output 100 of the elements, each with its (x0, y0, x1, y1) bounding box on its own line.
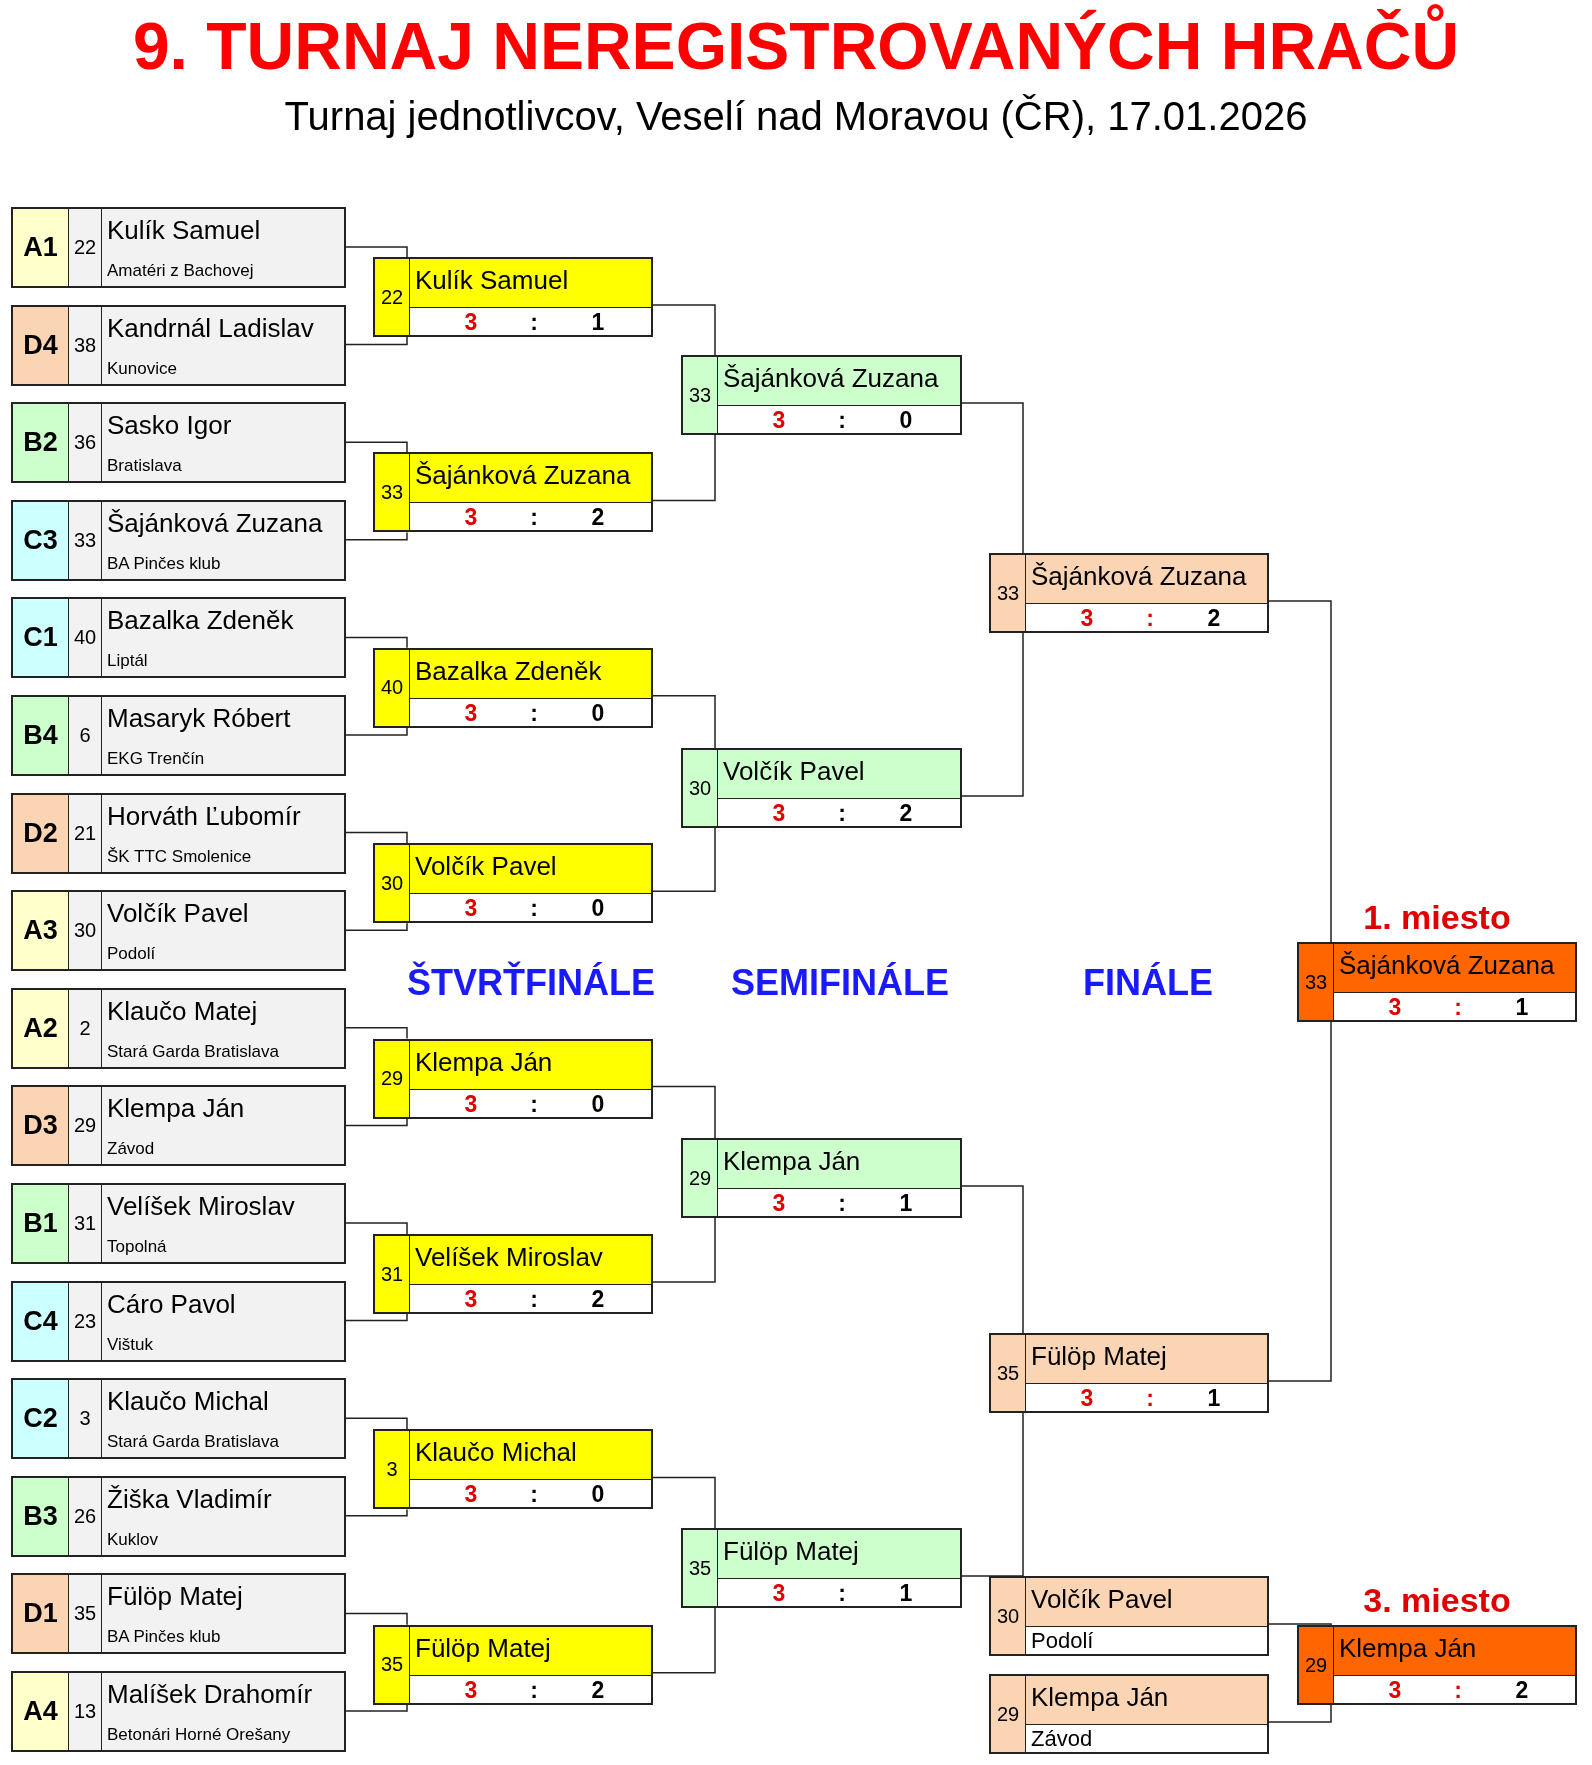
player-name: Horváth Ľubomír (107, 800, 301, 832)
player-name: Volčík Pavel (1031, 1584, 1173, 1615)
group-seed-label: B4 (13, 697, 69, 774)
club-name: Betonári Horné Orešany (107, 1725, 291, 1745)
player-number: 21 (69, 794, 102, 872)
bracket-line (345, 336, 408, 346)
player-number: 29 (1303, 1652, 1329, 1678)
player-card (11, 597, 346, 679)
player-name: Velíšek Miroslav (415, 1242, 603, 1273)
bracket-line (345, 1417, 408, 1431)
player-number: 33 (69, 501, 102, 579)
player-number: 29 (69, 1087, 102, 1165)
player-name: Sasko Igor (107, 410, 232, 442)
group-seed-label: C2 (13, 1380, 69, 1458)
player-name: Klempa Ján (1339, 1633, 1477, 1664)
player-name: Klaučo Matej (107, 995, 258, 1027)
score: 2 (898, 800, 914, 827)
club-name: Stará Garda Bratislava (107, 1041, 279, 1062)
score: 3 (771, 800, 787, 827)
player-name: Klaučo Michal (415, 1437, 577, 1469)
bracket-line (652, 304, 716, 356)
score: 3 (463, 1676, 479, 1704)
club-name: Kunovice (107, 358, 177, 379)
bracket-line (961, 402, 1024, 554)
match-card (373, 1038, 653, 1119)
player-name: Volčík Pavel (107, 898, 249, 930)
player-name: Cáro Pavol (107, 1288, 236, 1320)
score-separator: : (837, 800, 847, 827)
group-seed-label: B2 (13, 404, 69, 482)
player-name: Volčík Pavel (415, 851, 557, 883)
score-separator: : (529, 895, 539, 923)
score: 0 (590, 895, 606, 923)
bracket-line (1268, 1021, 1332, 1382)
bracket-line (345, 727, 408, 736)
bracket-line (345, 1117, 408, 1127)
club-name: ŠK TTC Smolenice (107, 846, 252, 867)
match-card (373, 257, 653, 337)
player-number: 33 (687, 382, 713, 408)
player-number: 30 (69, 892, 102, 970)
group-seed-label: A1 (13, 209, 69, 286)
match-card (681, 1138, 962, 1218)
bracket-line (345, 1704, 408, 1712)
player-number: 30 (687, 775, 713, 801)
club-name: Bratislava (107, 456, 182, 477)
bracket-line (961, 632, 1024, 797)
player-card (11, 987, 346, 1069)
player-name: Klempa Ján (107, 1093, 245, 1125)
round-heading: SEMIFINÁLE (730, 962, 950, 1004)
bracket-line (1268, 600, 1332, 943)
player-card (11, 1573, 346, 1655)
score: 0 (898, 407, 914, 434)
player-card (11, 1378, 346, 1460)
player-number: 38 (69, 306, 102, 384)
round-heading: ŠTVRŤFINÁLE (406, 962, 656, 1004)
bracket-line (345, 1508, 408, 1517)
player-name: Kulík Samuel (415, 265, 569, 296)
score: 3 (463, 1481, 479, 1509)
group-seed-label: C4 (13, 1282, 69, 1360)
player-number: 33 (1303, 969, 1329, 995)
bracket-line (345, 922, 408, 931)
player-number: 3 (385, 1456, 399, 1482)
score: 2 (590, 1676, 606, 1704)
player-name: Klempa Ján (1031, 1682, 1169, 1713)
group-seed-label: D2 (13, 794, 69, 872)
player-number: 30 (379, 870, 405, 896)
score: 3 (1079, 605, 1095, 632)
bracket-line (652, 1476, 716, 1529)
player-card (11, 207, 346, 288)
player-number: 31 (69, 1185, 102, 1262)
player-number: 36 (69, 404, 102, 482)
score: 0 (590, 699, 606, 727)
score: 3 (463, 1286, 479, 1313)
player-name: Bazalka Zdeněk (107, 605, 294, 637)
group-seed-label: D3 (13, 1087, 69, 1165)
player-card (11, 1280, 346, 1362)
club-name: Podolí (1031, 1628, 1094, 1654)
bracket-line (345, 1222, 408, 1235)
score: 2 (1514, 1677, 1530, 1704)
group-seed-label: D4 (13, 306, 69, 384)
player-card (11, 792, 346, 874)
score-separator: : (1145, 605, 1155, 632)
player-card (11, 499, 346, 581)
club-name: BA Pinčes klub (107, 1627, 221, 1648)
club-name: Kuklov (107, 1529, 159, 1550)
player-name: Volčík Pavel (723, 756, 865, 787)
score-separator: : (837, 1190, 847, 1217)
player-number: 3 (69, 1380, 102, 1458)
player-card (11, 1475, 346, 1557)
bracket-line (961, 1412, 1024, 1577)
player-name: Velíšek Miroslav (107, 1191, 295, 1222)
score: 3 (771, 1580, 787, 1607)
player-number: 6 (69, 697, 102, 774)
match-card (1297, 1625, 1577, 1705)
player-name: Klaučo Michal (107, 1386, 269, 1418)
bracket-line (961, 1185, 1024, 1334)
player-card (11, 1183, 346, 1264)
player-number: 35 (995, 1360, 1021, 1386)
score: 3 (463, 1090, 479, 1118)
club-name: BA Pinčes klub (107, 553, 221, 574)
match-card (373, 1234, 653, 1314)
